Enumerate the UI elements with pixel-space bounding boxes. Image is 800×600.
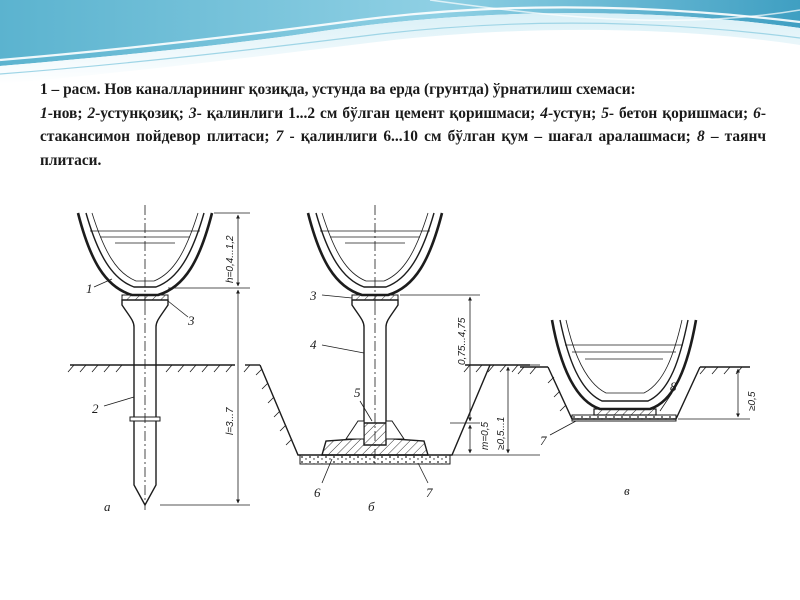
callout-a-3: 3 bbox=[187, 313, 195, 328]
caption-title: 1 – расм. Нов каналларининг қозиқда, уст… bbox=[40, 81, 636, 98]
callout-a-2: 2 bbox=[92, 401, 99, 416]
dim-l-a: l=3...7 bbox=[225, 407, 236, 435]
legend-item-4: 4-устун; bbox=[540, 104, 602, 122]
scheme-a-label: а bbox=[104, 499, 111, 514]
scheme-b: 0,75...4,75 m=0,5 ≥0,5...1 3 4 5 6 7 б bbox=[243, 205, 540, 514]
dim-top-b: 0,75...4,75 bbox=[457, 317, 468, 365]
foundation-b bbox=[321, 420, 429, 456]
figure-caption: 1 – расм. Нов каналларининг қозиқда, уст… bbox=[40, 78, 766, 172]
dims-v: ≥0,5 bbox=[678, 366, 758, 420]
dim-h-a: h=0,4...1,2 bbox=[225, 235, 236, 283]
header-wave-banner bbox=[0, 0, 800, 95]
legend-item-6: 6-стакансимон пойдевор плитаси; bbox=[40, 104, 767, 146]
gravel-bed-b bbox=[299, 454, 451, 465]
trough-a bbox=[76, 205, 214, 305]
callout-b-4: 4 bbox=[310, 337, 317, 352]
callouts-b: 3 4 5 6 7 bbox=[309, 288, 433, 500]
callout-b-7: 7 bbox=[426, 485, 433, 500]
installation-diagram: h=0,4...1,2 l=3...7 1 3 2 а bbox=[67, 205, 758, 514]
dims-a: h=0,4...1,2 l=3...7 bbox=[160, 212, 250, 506]
legend-item-3: 3- қалинлиги 1...2 см бўлган цемент қори… bbox=[188, 104, 541, 122]
dim-m-b: m=0,5 bbox=[480, 421, 491, 450]
dim-depth-b: ≥0,5...1 bbox=[496, 417, 507, 450]
scheme-v-label: в bbox=[624, 483, 630, 498]
pile-a bbox=[121, 299, 169, 510]
ground-a bbox=[67, 364, 235, 373]
legend-item-8: 8 – таянч плитаси. bbox=[40, 128, 766, 169]
legend-item-5: 5- бетон қоришмаси; bbox=[601, 104, 754, 122]
cement-layer-b bbox=[351, 294, 399, 301]
scheme-a: h=0,4...1,2 l=3...7 1 3 2 а bbox=[67, 205, 250, 514]
callout-v-8: 8 bbox=[670, 379, 677, 394]
callouts-a: 1 3 2 bbox=[86, 278, 195, 416]
callout-b-5: 5 bbox=[354, 385, 361, 400]
legend-item-2: 2-устунқозиқ; bbox=[87, 104, 189, 122]
legend-item-1: 1-нов; bbox=[40, 104, 88, 122]
trough-b bbox=[306, 205, 444, 305]
callout-b-6: 6 bbox=[314, 485, 321, 500]
callouts-v: 8 7 bbox=[540, 379, 677, 448]
callout-b-3: 3 bbox=[309, 288, 317, 303]
support-slab-v bbox=[593, 408, 657, 416]
legend-item-7: 7 - қалинлиги 6...10 см бўлган қум – шағ… bbox=[275, 128, 697, 145]
callout-v-7: 7 bbox=[540, 433, 547, 448]
scheme-b-label: б bbox=[368, 499, 375, 514]
dim-depth-v: ≥0,5 bbox=[747, 391, 758, 411]
cement-layer-a bbox=[121, 294, 169, 301]
gravel-bed-v bbox=[571, 414, 677, 422]
callout-a-1: 1 bbox=[86, 281, 93, 296]
scheme-v: ≥0,5 8 7 в bbox=[517, 319, 758, 498]
dims-b: 0,75...4,75 m=0,5 ≥0,5...1 bbox=[400, 294, 540, 456]
trough-v bbox=[550, 319, 698, 411]
